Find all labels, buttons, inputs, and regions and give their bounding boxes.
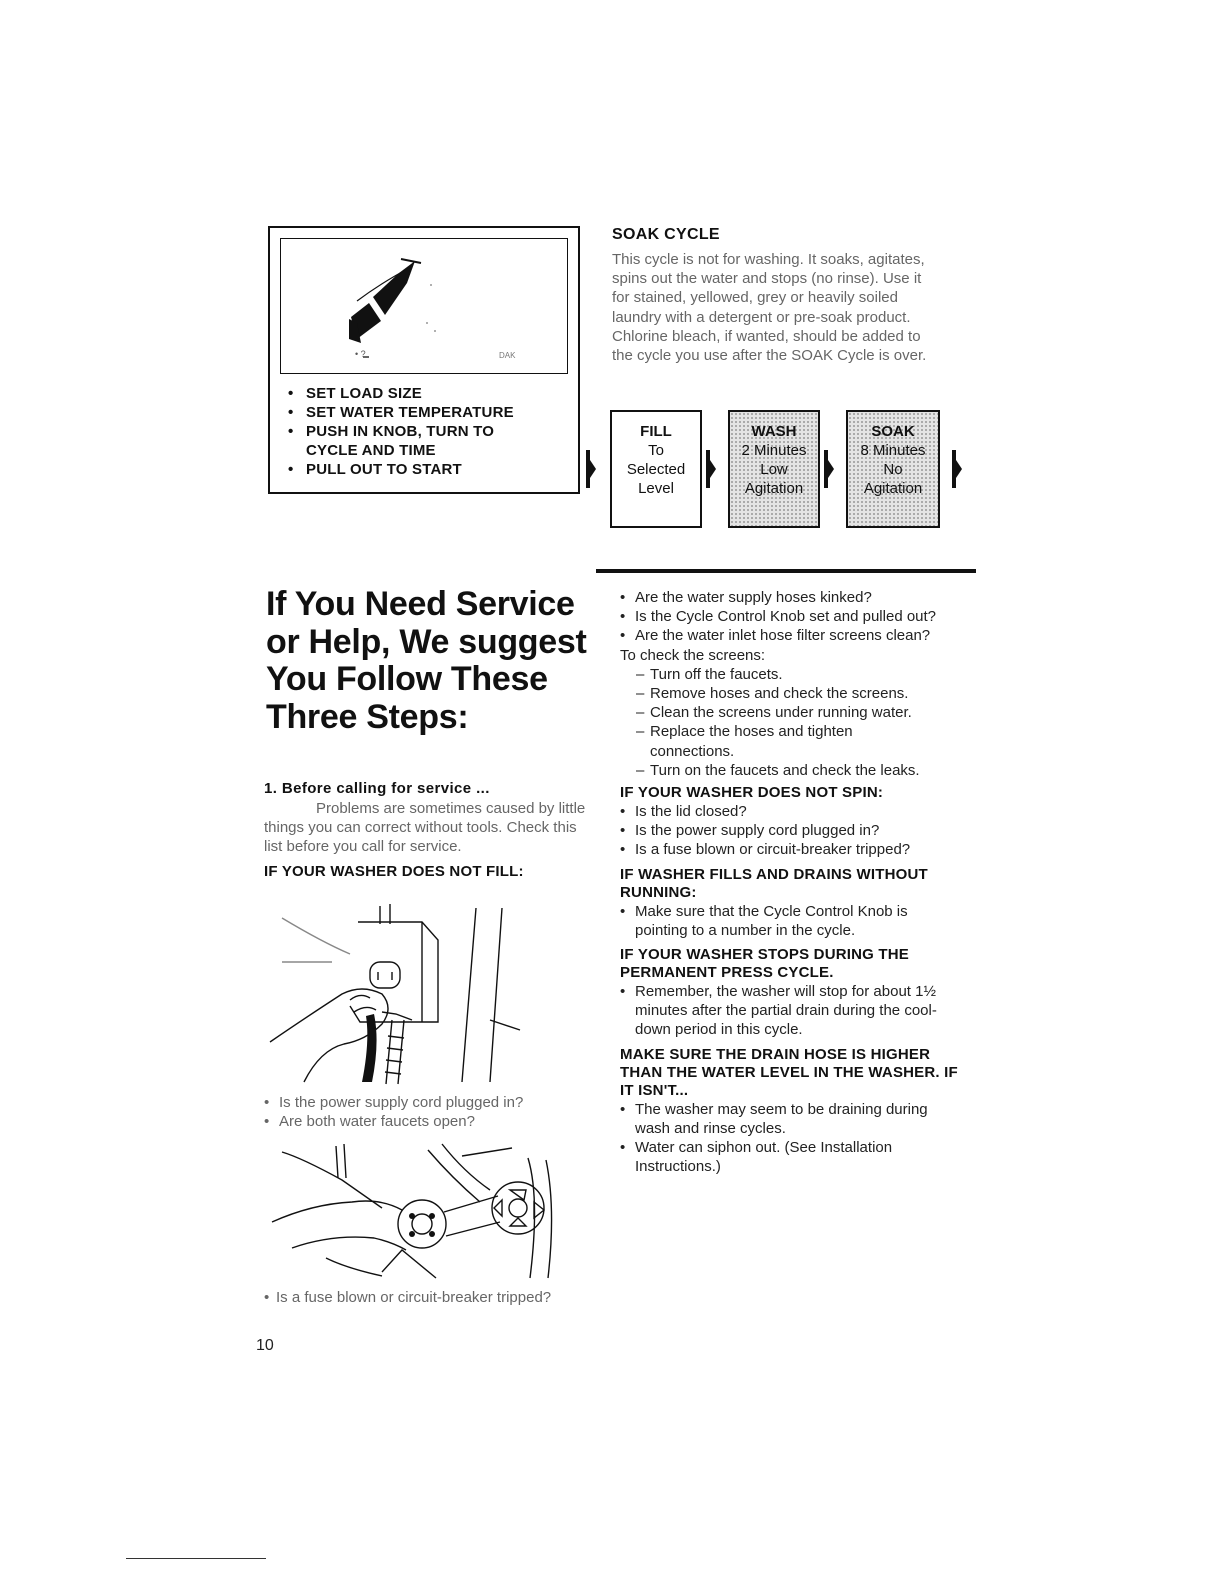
checklist-item: Is the lid closed? bbox=[620, 802, 960, 821]
checklist-item: Are both water faucets open? bbox=[264, 1112, 604, 1131]
service-left-column: 1. Before calling for service ... Proble… bbox=[264, 780, 594, 881]
flow-step-fill: FILL To Selected Level bbox=[610, 410, 702, 528]
faucet-valve-illustration bbox=[271, 1143, 553, 1279]
control-step: SET WATER TEMPERATURE bbox=[284, 403, 536, 422]
screens-steps: Turn off the faucets. Remove hoses and c… bbox=[620, 665, 930, 780]
screens-step: Clean the screens under running water. bbox=[620, 703, 930, 722]
flow-arrow-icon bbox=[952, 450, 962, 488]
checklist-item: The washer may seem to be draining durin… bbox=[620, 1100, 960, 1138]
checklist-item: Is the power supply cord plugged in? bbox=[264, 1093, 604, 1112]
soak-cycle-description: This cycle is not for washing. It soaks,… bbox=[612, 251, 927, 365]
screens-step: Turn off the faucets. bbox=[620, 665, 930, 684]
checklist-item: Is a fuse blown or circuit-breaker tripp… bbox=[620, 840, 960, 859]
outlet-plug-illustration bbox=[269, 904, 521, 1085]
screens-intro: To check the screens: bbox=[620, 646, 766, 664]
flow-step-line: Level bbox=[638, 480, 674, 497]
not-fill-checklist-b: Is a fuse blown or circuit-breaker tripp… bbox=[264, 1288, 584, 1307]
checklist-item: Make sure that the Cycle Control Knob is… bbox=[620, 902, 960, 940]
control-steps-list: SET LOAD SIZE SET WATER TEMPERATURE PUSH… bbox=[284, 384, 536, 479]
flow-step-line: Agitation bbox=[744, 480, 804, 497]
flow-step-line: Selected bbox=[626, 461, 686, 478]
screens-step: Remove hoses and check the screens. bbox=[620, 684, 930, 703]
service-right-column: Are the water supply hoses kinked? Is th… bbox=[620, 588, 960, 1176]
cycle-dial-icon bbox=[349, 258, 436, 358]
hose-checklist: Are the water supply hoses kinked? Is th… bbox=[620, 588, 960, 646]
section-divider bbox=[596, 569, 976, 573]
soak-cycle-heading: SOAK CYCLE bbox=[612, 226, 720, 243]
page-number: 10 bbox=[256, 1337, 274, 1354]
flow-step-line: To bbox=[648, 442, 664, 459]
checklist-item: Are the water supply hoses kinked? bbox=[620, 588, 960, 607]
dial-mark: • ? bbox=[355, 349, 366, 359]
control-instruction-box: DAK • ? SET LOAD SIZE SET WATER TEMPERAT… bbox=[268, 226, 580, 494]
flow-arrow-icon bbox=[706, 450, 716, 488]
screens-step: Replace the hoses and tighten connection… bbox=[620, 722, 930, 760]
drain-hose-heading: MAKE SURE THE DRAIN HOSE IS HIGHER THAN … bbox=[620, 1045, 958, 1099]
not-fill-checklist-a: Is the power supply cord plugged in? Are… bbox=[264, 1093, 604, 1132]
checklist-item: Are the water inlet hose filter screens … bbox=[620, 626, 960, 645]
flow-arrow-icon bbox=[586, 450, 596, 488]
checklist-item: Water can siphon out. (See Installation … bbox=[620, 1138, 960, 1176]
flow-step-soak: SOAK 8 Minutes No Agitation bbox=[846, 410, 940, 528]
flow-step-line: Low bbox=[760, 461, 788, 478]
flow-step-wash: WASH 2 Minutes Low Agitation bbox=[728, 410, 820, 528]
checklist-item: Remember, the washer will stop for about… bbox=[620, 982, 960, 1040]
fills-drains-heading: IF WASHER FILLS AND DRAINS WITHOUT RUNNI… bbox=[620, 865, 928, 901]
checklist-item: Is the Cycle Control Knob set and pulled… bbox=[620, 607, 960, 626]
control-step: PULL OUT TO START bbox=[284, 460, 536, 479]
flow-arrow-icon bbox=[824, 450, 834, 488]
fills-drains-checklist: Make sure that the Cycle Control Knob is… bbox=[620, 902, 960, 940]
control-step: SET LOAD SIZE bbox=[284, 384, 536, 403]
flow-step-line: 8 Minutes bbox=[860, 442, 926, 459]
step-1-heading: 1. Before calling for service ... bbox=[264, 780, 490, 797]
not-fill-heading: IF YOUR WASHER DOES NOT FILL: bbox=[264, 862, 524, 880]
screens-step: Turn on the faucets and check the leaks. bbox=[620, 761, 930, 780]
checklist-item: Is a fuse blown or circuit-breaker tripp… bbox=[264, 1288, 584, 1307]
footnote-rule bbox=[126, 1558, 266, 1559]
control-step: PUSH IN KNOB, TURN TO CYCLE AND TIME bbox=[284, 422, 536, 460]
drain-hose-checklist: The washer may seem to be draining durin… bbox=[620, 1100, 960, 1177]
flow-step-line: Agitation bbox=[863, 480, 923, 497]
dial-illustration-panel: DAK • ? bbox=[280, 238, 568, 374]
not-spin-heading: IF YOUR WASHER DOES NOT SPIN: bbox=[620, 784, 884, 802]
not-spin-checklist: Is the lid closed? Is the power supply c… bbox=[620, 802, 960, 860]
flow-step-line: 2 Minutes bbox=[741, 442, 807, 459]
flow-step-title: SOAK bbox=[871, 423, 915, 440]
step-1-text: Problems are sometimes caused by little … bbox=[264, 800, 586, 856]
flow-step-title: WASH bbox=[751, 423, 797, 440]
stops-checklist: Remember, the washer will stop for about… bbox=[620, 982, 960, 1040]
checklist-item: Is the power supply cord plugged in? bbox=[620, 821, 960, 840]
flow-step-line: No bbox=[883, 461, 903, 478]
dial-soak-label: DAK bbox=[499, 351, 516, 360]
stops-heading: IF YOUR WASHER STOPS DURING THE PERMANEN… bbox=[620, 946, 910, 982]
flow-step-title: FILL bbox=[640, 423, 672, 440]
service-title: If You Need Service or Help, We suggest … bbox=[266, 585, 587, 736]
